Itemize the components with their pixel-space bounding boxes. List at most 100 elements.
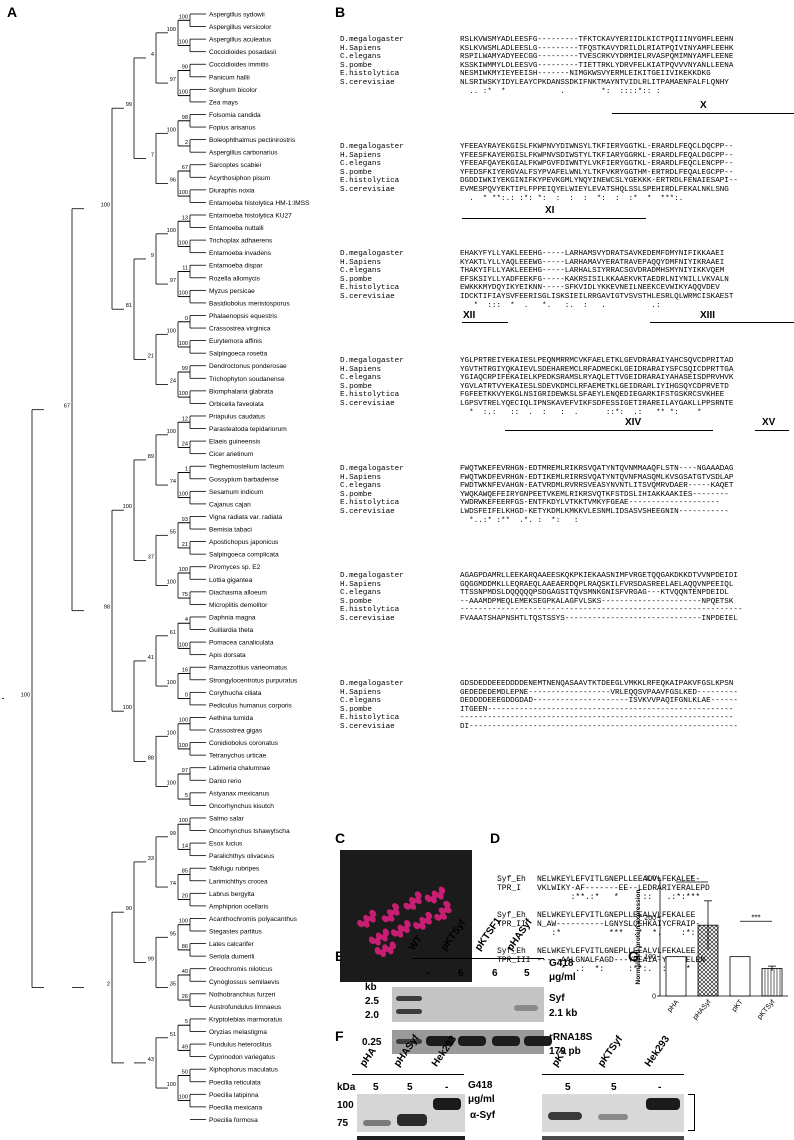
tree-support-value: 1: [185, 467, 188, 473]
species-name: D.megalogaster: [340, 357, 404, 365]
tpr-row: :* *** .* *. :*:: [537, 929, 696, 938]
tree-leaf-label: Paralichthys olivaceus: [209, 853, 275, 860]
tree-support-value: 98: [182, 115, 188, 121]
tree-leaf-label: Trichophyton soudanense: [209, 376, 285, 383]
tree-support-value: 100: [179, 240, 188, 246]
tree-leaf-label: Acyrthosiphon pisum: [209, 175, 271, 182]
sequence-text: GQGGMDDMKLLEQRAEQLAAEAERDQPLRAQSKILFVRSD…: [460, 580, 734, 589]
tree-leaf-label: Oryzias melastigma: [209, 1029, 267, 1036]
species-name: E.histolytica: [340, 714, 400, 723]
motif-label: XI: [545, 205, 555, 216]
alignment-row: S.cerevisiae NLSRIWSKYIDYLEAYCPKDANSSDKIF…: [340, 79, 733, 88]
tree-leaf-label: Entamoeba invadens: [209, 250, 272, 257]
species-name: H.Sapiens: [340, 365, 382, 374]
sequence-text: YGVLATRTVYEKAIESLSDEVKDMCLRFAEMETKLGEIDR…: [460, 382, 729, 391]
rrna-label: rRNA18S: [549, 1032, 593, 1043]
tree-support-value: 100: [167, 127, 176, 133]
sequence-text: YWDRWKEFEERFGS-ENTFKDYLVTKKTVMKYFGEAE---…: [460, 499, 720, 508]
sequence-text: ----------------------------------------…: [460, 714, 734, 723]
motif-label: XV: [762, 417, 776, 428]
tree-support-value: 90: [182, 65, 188, 71]
protein-helix: [403, 891, 422, 910]
sequence-text: ----------------------------------------…: [460, 606, 743, 615]
sequence-text: YGVTHTRGIYQKAIEVLSDEHAREMCLRFADMECKLGEID…: [460, 365, 734, 374]
tree-support-value: 4: [185, 617, 188, 623]
sequence-text: FWDTWKNFEVAHGN-EATVRDMLRVRRSVEASYNVNTLIT…: [460, 482, 734, 491]
species-name: S.cerevisiae: [340, 722, 395, 731]
tree-leaf-label: Aethina tumida: [209, 715, 253, 722]
tree-support-value: 97: [170, 278, 176, 284]
sequence-text: NLSRIWSKYIDYLEAYCPKDANSSDKIFNKTMAYNTVIDL…: [460, 78, 729, 87]
tree-support-value: 100: [179, 919, 188, 925]
tree-support-value: 93: [182, 517, 188, 523]
sequence-text: YFEESFKAYERGISLFKWPNVSDIWSTYLTKFIARYGGRK…: [460, 151, 734, 160]
tree-support-value: 100: [167, 680, 176, 686]
tree-leaf-label: Pomacea canaliculata: [209, 640, 274, 647]
tree-leaf-label: Poecilia mexicana: [209, 1104, 262, 1111]
species-name: C.elegans: [340, 374, 382, 383]
tree-leaf-label: Entamoeba nuttalli: [209, 225, 264, 232]
tree-support-value: 100: [179, 743, 188, 749]
tree-support-value: 100: [179, 818, 188, 824]
tree-support-value: 100: [179, 567, 188, 573]
protein-helix: [390, 920, 411, 938]
sequence-text: EWKKKMYDQYIKYEIKNN-----SFKVIDLYKKEVNEILN…: [460, 284, 720, 293]
tree-support-value: 21: [182, 542, 188, 548]
tree-leaf-label: Rozella allomycis: [209, 275, 261, 282]
alignment-row: S.pombe--AAAMDPMEQLEMEKSEGPKALAGFVLSKS--…: [340, 598, 743, 607]
protein-helix: [434, 900, 452, 921]
sequence-text: --AAAMDPMEQLEMEKSEGPKALAGFVLSKS---------…: [460, 597, 734, 606]
species-name: E.histolytica: [340, 391, 400, 400]
tree-leaf-label: Austrofundulus limnaeus: [209, 1004, 282, 1011]
tree-support-value: 100: [179, 492, 188, 498]
motif-underline: [462, 322, 508, 323]
sequence-text: RSPILWAMYADYEECGG---------TVESCRKVYDRMIE…: [460, 53, 734, 62]
tree-support-value: 100: [179, 90, 188, 96]
tree-leaf-label: Folsomia candida: [209, 112, 261, 119]
tree-leaf-label: Esox lucius: [209, 841, 243, 848]
tree-leaf-label: Parasteatoda tepidariorum: [209, 426, 287, 433]
conservation-line: . * **:.: :*: *: : : : *: : :* * ***:.: [460, 194, 684, 203]
g418-value: -: [426, 968, 430, 979]
species-name: S.cerevisiae: [340, 185, 395, 194]
kb-label: kb: [365, 982, 377, 993]
syf-band: [397, 1114, 427, 1126]
tree-leaf-label: Boleophthalmus pectinirostris: [209, 137, 296, 144]
species-name: S.cerevisiae: [340, 78, 395, 87]
tree-support-value: 100: [179, 642, 188, 648]
syf-blot-right: [542, 1094, 684, 1132]
tree-support-value: 33: [148, 856, 154, 862]
protein-structure-image: [340, 850, 472, 982]
tree-support-value: 0: [185, 316, 188, 322]
panel-label-b: B: [335, 4, 346, 20]
tree-leaf-label: Takifugu rubripes: [209, 866, 260, 873]
tree-leaf-label: Entamoeba histolytica KU27: [209, 212, 292, 219]
sequence-text: NESMIWKMYIEYEEISH-------NIMGKWSVYERMLEIK…: [460, 70, 711, 79]
bracket: [688, 1094, 694, 1095]
tree-support-value: 90: [126, 906, 132, 912]
tree-leaf-label: Cajanus cajan: [209, 501, 251, 508]
tree-leaf-label: Piromyces sp. E2: [209, 564, 261, 571]
lane-label: pHA: [357, 1045, 379, 1069]
tree-support-value: 98: [104, 605, 110, 611]
lane-header-line: [352, 1074, 464, 1075]
tree-support-value: 100: [167, 27, 176, 33]
tree-leaf-label: Daphnia magna: [209, 614, 256, 621]
tree-leaf-label: Acanthochromis polyacanthus: [209, 916, 298, 923]
x-tick-label: pHA: [666, 999, 680, 1014]
species-name: S.pombe: [340, 168, 372, 177]
species-name: S.pombe: [340, 275, 372, 284]
species-name: S.pombe: [340, 382, 372, 391]
tree-leaf-label: Conidiobolus coronatus: [209, 740, 279, 747]
syf-gel: [392, 987, 544, 1022]
motif-underline: [650, 322, 794, 323]
tree-support-value: 67: [64, 404, 70, 410]
g418-value: 6: [492, 968, 498, 979]
tree-support-value: 12: [182, 416, 188, 422]
